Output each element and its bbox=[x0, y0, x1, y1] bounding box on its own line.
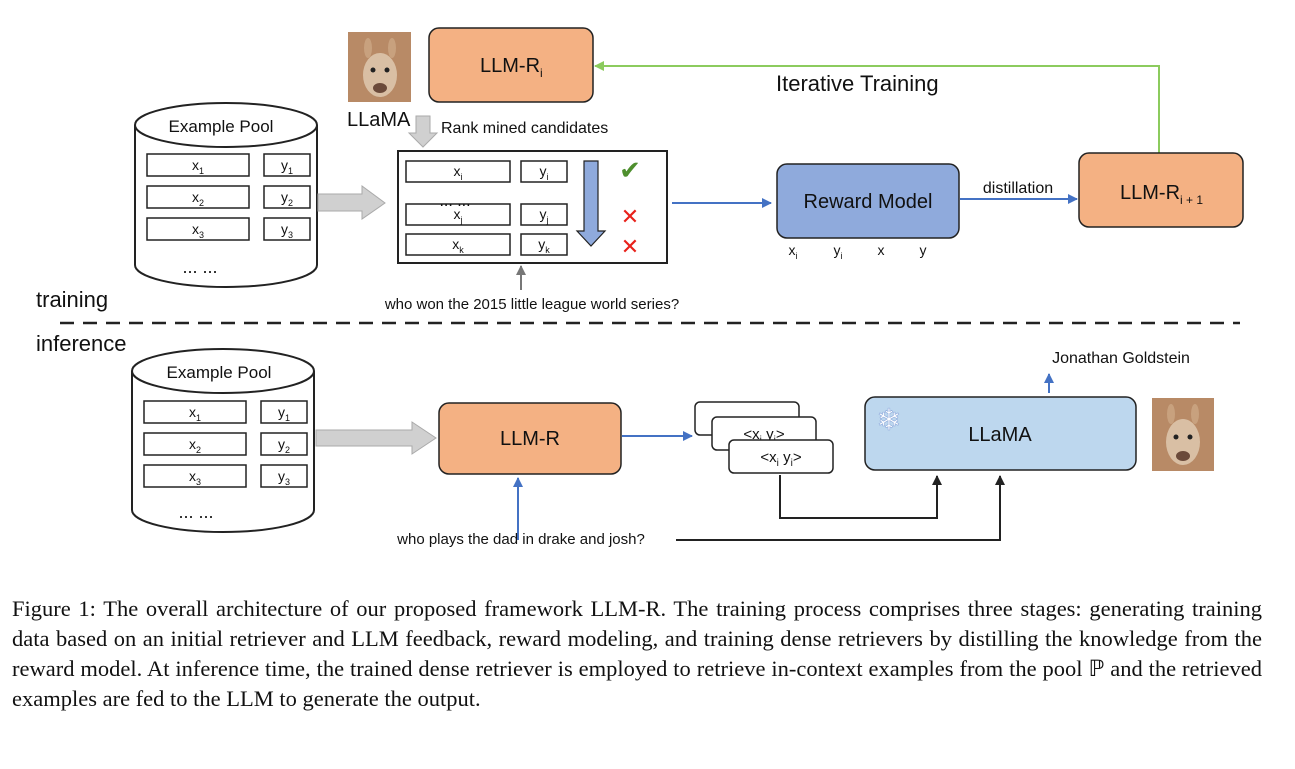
pool-ellipsis: ... ... bbox=[178, 502, 213, 522]
candidate-y-cell bbox=[520, 160, 568, 183]
pool-y-label: y2 bbox=[281, 189, 293, 208]
rank-label: Rank mined candidates bbox=[441, 120, 608, 137]
candidate-x-label: xk bbox=[452, 236, 464, 255]
pool-x-label: x1 bbox=[192, 157, 204, 176]
llm-r-box bbox=[438, 402, 622, 475]
pool-y-cell bbox=[263, 185, 311, 209]
pool-title: Example Pool bbox=[169, 117, 274, 136]
pool-y-cell bbox=[260, 432, 308, 456]
llama-label: LLaMA bbox=[347, 109, 411, 131]
llama-box-label: LLaMA bbox=[968, 424, 1032, 446]
reward-input-label: y bbox=[920, 242, 927, 258]
pool-y-label: y3 bbox=[281, 221, 293, 240]
candidate-x-label: xi bbox=[454, 163, 463, 182]
inference-label: inference bbox=[36, 331, 127, 356]
figure-caption: Figure 1: The overall architecture of ou… bbox=[12, 596, 1262, 711]
llama-picture bbox=[348, 32, 411, 102]
pool-x-cell bbox=[143, 400, 247, 424]
retrieved-examples: <xi yi> <xi yi> bbox=[694, 401, 834, 474]
candidate-x-cell bbox=[405, 203, 511, 226]
pool-x-cell bbox=[143, 464, 247, 488]
candidate-y-label: yj bbox=[540, 206, 549, 225]
llama-down-arrow bbox=[407, 115, 439, 148]
pool-x-label: x2 bbox=[192, 189, 204, 208]
output-answer: Jonathan Goldstein bbox=[1052, 350, 1190, 367]
pool-x-label: x3 bbox=[189, 468, 201, 487]
reward-input-label: yi bbox=[834, 242, 843, 261]
pool-y-cell bbox=[260, 400, 308, 424]
pool-y-cell bbox=[260, 464, 308, 488]
reward-model-box bbox=[776, 163, 960, 239]
pool-to-llmr-arrow bbox=[315, 421, 437, 455]
pool-x-cell bbox=[146, 153, 250, 177]
pool-ellipsis: ... ... bbox=[182, 257, 217, 277]
pool-x-cell bbox=[146, 217, 250, 241]
check-icon: ✔ bbox=[619, 155, 641, 185]
pool-y-label: y1 bbox=[281, 157, 293, 176]
cross-icon: ✕ bbox=[621, 204, 639, 229]
retrieved-example-label: <xi yi> bbox=[760, 449, 801, 469]
pool-x-label: x2 bbox=[189, 436, 201, 455]
pool-x-label: x1 bbox=[189, 404, 201, 423]
pool-x-cell bbox=[146, 185, 250, 209]
llm-r-i1-box bbox=[1078, 152, 1244, 228]
inference-example-pool: Example Pool x1 y1 x2 y2 x3 y3 ... ... bbox=[131, 348, 315, 533]
pool-y-cell bbox=[263, 153, 311, 177]
pool-x-cell bbox=[143, 432, 247, 456]
llm-r-i-label: LLM-Ri bbox=[480, 55, 543, 80]
candidate-x-cell bbox=[405, 160, 511, 183]
pool-to-candidates-arrow bbox=[317, 185, 386, 220]
rank-down-arrow bbox=[575, 160, 607, 247]
llama-picture bbox=[1152, 398, 1214, 471]
candidate-x-label: xj bbox=[454, 206, 463, 225]
pool-x-label: x3 bbox=[192, 221, 204, 240]
snowflake-icon: ❄ bbox=[876, 404, 901, 437]
pool-y-cell bbox=[263, 217, 311, 241]
reward-input-label: x bbox=[878, 242, 885, 258]
cross-icon: ✕ bbox=[621, 234, 639, 259]
llm-r-i1-label: LLM-Ri + 1 bbox=[1120, 182, 1203, 207]
llama-box bbox=[864, 396, 1137, 471]
training-example-pool: Example Pool x1 y1 x2 y2 x3 y3 ... ... bbox=[134, 102, 318, 288]
llm-r-label: LLM-R bbox=[500, 428, 560, 450]
candidate-y-cell bbox=[520, 203, 568, 226]
iterative-training-arrow bbox=[594, 61, 1160, 153]
training-query: who won the 2015 little league world ser… bbox=[384, 296, 679, 313]
training-label: training bbox=[36, 287, 108, 312]
pool-title: Example Pool bbox=[167, 363, 272, 382]
pool-y-label: y1 bbox=[278, 404, 290, 423]
candidate-y-cell bbox=[520, 233, 568, 256]
distillation-label: distillation bbox=[983, 180, 1053, 197]
iterative-training-label: Iterative Training bbox=[776, 71, 939, 96]
candidate-y-label: yi bbox=[540, 163, 549, 182]
candidate-y-label: yk bbox=[538, 236, 550, 255]
reward-input-label: xi bbox=[789, 242, 798, 261]
pool-y-label: y2 bbox=[278, 436, 290, 455]
llm-r-i-box bbox=[428, 27, 594, 103]
reward-model-label: Reward Model bbox=[804, 191, 933, 213]
candidates-ellipsis: ... ... bbox=[439, 193, 470, 210]
pool-y-label: y3 bbox=[278, 468, 290, 487]
candidate-x-cell bbox=[405, 233, 511, 256]
inference-query: who plays the dad in drake and josh? bbox=[396, 531, 645, 548]
